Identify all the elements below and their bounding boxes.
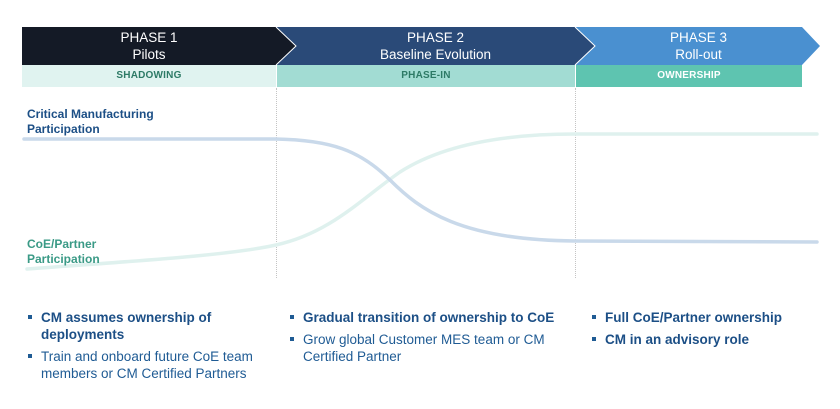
stage-bar-ownership: OWNERSHIP <box>576 65 802 87</box>
phase-3-subtitle: Roll-out <box>675 47 722 62</box>
phase-2-chevron <box>276 27 595 65</box>
participation-curves <box>22 132 819 271</box>
phase-1-subtitle: Pilots <box>132 47 166 62</box>
coe-partner-participation-curve <box>25 132 819 271</box>
stage-bar-phase-in: PHASE-IN <box>277 65 575 87</box>
cm-label-line1: Critical Manufacturing <box>27 107 154 121</box>
list-item: Full CoE/Partner ownership <box>591 309 831 326</box>
phase-1-header: PHASE 1 Pilots <box>22 29 276 65</box>
list-item: CM assumes ownership of deployments <box>27 309 257 343</box>
phase-3-chevron <box>575 27 820 65</box>
phase-3-bullets: Full CoE/Partner ownership CM in an advi… <box>591 309 831 353</box>
phase-3-header: PHASE 3 Roll-out <box>595 29 802 65</box>
phase-divider-2 <box>575 88 576 278</box>
phase-2-title: PHASE 2 <box>406 30 465 45</box>
stage-bar-shadowing: SHADOWING <box>22 65 276 87</box>
phase-3-title: PHASE 3 <box>669 30 728 45</box>
list-item: Gradual transition of ownership to CoE <box>289 309 564 326</box>
phase-banner <box>22 26 820 66</box>
cm-label-line2: Participation <box>27 122 100 136</box>
list-item: Grow global Customer MES team or CM Cert… <box>289 331 564 365</box>
phase-2-subtitle: Baseline Evolution <box>379 47 492 62</box>
coe-label-line2: Participation <box>27 252 100 266</box>
cm-participation-curve <box>22 137 819 244</box>
phase-2-bullets: Gradual transition of ownership to CoE G… <box>289 309 564 370</box>
phase-1-chevron <box>22 27 296 65</box>
phase-divider-1 <box>276 88 277 278</box>
list-item: CM in an advisory role <box>591 331 831 348</box>
phase-1-title: PHASE 1 <box>120 30 178 45</box>
coe-label-line1: CoE/Partner <box>27 237 97 251</box>
cm-participation-label: Critical Manufacturing Participation <box>27 107 154 137</box>
coe-participation-label: CoE/Partner Participation <box>27 237 100 267</box>
list-item: Train and onboard future CoE team member… <box>27 348 257 382</box>
phase-1-bullets: CM assumes ownership of deployments Trai… <box>27 309 257 387</box>
phase-2-header: PHASE 2 Baseline Evolution <box>296 29 575 65</box>
